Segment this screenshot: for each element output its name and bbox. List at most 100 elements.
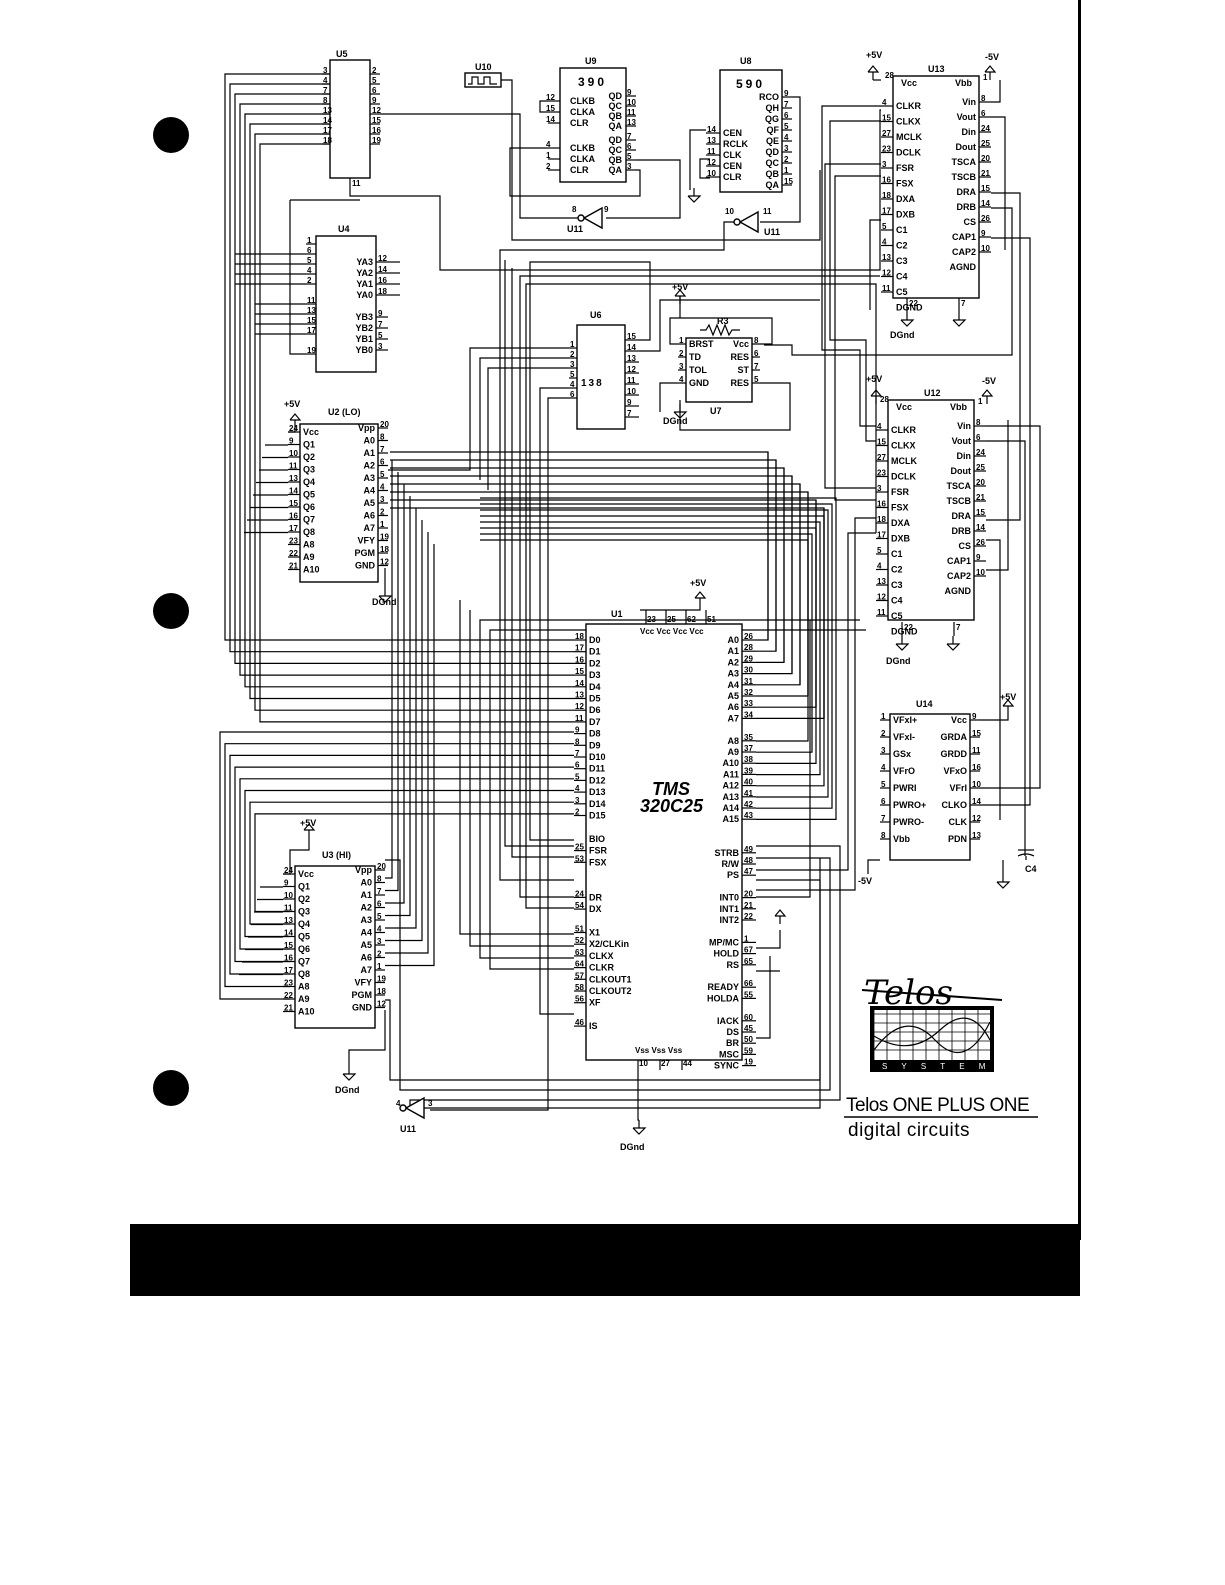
- u14-pin-number: 4: [881, 763, 886, 772]
- u14-pin-label: PWRO-: [893, 817, 924, 827]
- u3-pin-number: 20: [377, 862, 386, 871]
- u13-pin-label: CLKX: [896, 117, 921, 127]
- u3-pin-number: 4: [377, 925, 382, 934]
- u1-pin-label: D14: [589, 799, 606, 809]
- u12-pin-label: CLKX: [891, 441, 916, 451]
- u13-pin-number: 20: [981, 154, 990, 163]
- u7-dgnd-label: DGnd: [663, 416, 688, 426]
- u2-plus5-label: +5V: [284, 399, 300, 409]
- u8-pin-number: 15: [784, 177, 793, 186]
- u2-pin-number: 22: [289, 549, 298, 558]
- u1-pin-label: D15: [589, 811, 606, 821]
- u4-pin-label: YA2: [356, 268, 373, 278]
- u12-pin-label: DRB: [952, 526, 972, 536]
- u3-pin-number: 3: [377, 937, 382, 946]
- u8-pin-label: QC: [766, 158, 780, 168]
- u12-pin-number: 17: [877, 531, 886, 540]
- u1-bottom-pin-number: 44: [683, 1059, 692, 1068]
- u12-pin-number: 6: [976, 433, 981, 442]
- u14-pin-label: Vcc: [951, 715, 967, 725]
- u13-pin-number: 27: [882, 129, 891, 138]
- u14-pin-number: 2: [881, 729, 886, 738]
- u11b-out-pin: 11: [763, 207, 772, 216]
- u12-plus5-label: +5V: [866, 374, 882, 384]
- u13-plus5-label: +5V: [866, 50, 882, 60]
- u8-pin-number: 3: [784, 144, 789, 153]
- u5-pin-number: 11: [352, 179, 361, 188]
- u4-pin-number: 16: [378, 276, 387, 285]
- u14-pin-number: 6: [881, 797, 886, 806]
- u8-pin-label: RCLK: [723, 139, 748, 149]
- u2-pin-label: Vpp: [358, 423, 376, 433]
- u11a-in-pin: 8: [572, 205, 577, 214]
- u1-pin-number: 65: [744, 957, 753, 966]
- u14-pin-label: GRDA: [941, 732, 968, 742]
- u14-pin-number: 12: [972, 814, 981, 823]
- u2-pin-number: 8: [380, 433, 385, 442]
- u1-pin-number: 63: [575, 948, 584, 957]
- u13-pin-label: MCLK: [896, 132, 922, 142]
- u14-pin-number: 14: [972, 797, 981, 806]
- u13-pin-label: AGND: [950, 262, 977, 272]
- u9-pin-label: QD: [609, 135, 623, 145]
- binder-hole: [153, 593, 189, 629]
- u12-pin-label: Vout: [952, 436, 971, 446]
- u1-pin-number: 20: [744, 890, 753, 899]
- u3-pin-label: A8: [298, 982, 310, 992]
- u13-pin-number: 26: [981, 214, 990, 223]
- u1-pin-label: MP/MC: [709, 937, 739, 947]
- u2-pin-number: 2: [380, 508, 385, 517]
- u2-pin-number: 12: [380, 558, 389, 567]
- u8-pin-label: QF: [767, 125, 780, 135]
- u3-pin-number: 8: [377, 875, 382, 884]
- u1-pin-label: D0: [589, 635, 601, 645]
- logo-band: S Y S T E M S: [882, 1062, 1011, 1071]
- u9-part: 390: [578, 75, 607, 89]
- u14-pin-number: 8: [881, 831, 886, 840]
- u13-pin-label: Vout: [957, 112, 976, 122]
- u3-pin-label: A10: [298, 1007, 315, 1017]
- u13-pin-label: FSX: [896, 179, 914, 189]
- u14-pin-label: CLK: [949, 817, 968, 827]
- u12-pin-number: 15: [976, 508, 985, 517]
- u1-pin-number: 25: [575, 843, 584, 852]
- u2-pin-number: 15: [289, 499, 298, 508]
- u3-dgnd-label: DGnd: [335, 1085, 360, 1095]
- u1-pin-number: 33: [744, 699, 753, 708]
- u2-dgnd-label: DGnd: [372, 597, 397, 607]
- u1-pin-label: DR: [589, 892, 602, 902]
- u2-pin-label: A0: [363, 436, 375, 446]
- u13-pin-label: Vcc: [901, 78, 917, 88]
- right-page-edge: [1078, 0, 1081, 1240]
- u4-pin-number: 4: [307, 266, 312, 275]
- u1-pin-label: D1: [589, 647, 601, 657]
- u1-pin-number: 55: [744, 990, 753, 999]
- u1-pin-number: 38: [744, 755, 753, 764]
- c4-ref: C4: [1025, 864, 1037, 874]
- u3-pin-label: VFY: [354, 978, 372, 988]
- u2-pin-number: 3: [380, 495, 385, 504]
- u1-pin-number: 46: [575, 1018, 584, 1027]
- u4-pin-number: 11: [307, 296, 316, 305]
- u5-pin-number: 12: [372, 106, 381, 115]
- u8-pin-label: QD: [766, 147, 780, 157]
- u3-pin-number: 1: [377, 962, 382, 971]
- u14-plus5-label: +5V: [1000, 692, 1016, 702]
- u1-pin-number: 3: [575, 796, 580, 805]
- u1-pin-label: A11: [723, 769, 739, 779]
- u1-pin-label: A10: [722, 758, 739, 768]
- u2-pin-label: GND: [355, 561, 376, 571]
- u14-pin-number: 7: [881, 814, 886, 823]
- u12-pin-number: 7: [956, 623, 961, 632]
- u1-pin-number: 12: [575, 702, 584, 711]
- u3-pin-label: Q5: [298, 932, 310, 942]
- u1-pin-label: HOLD: [714, 949, 740, 959]
- u1-pin-number: 40: [744, 778, 753, 787]
- u1-pin-number: 32: [744, 688, 753, 697]
